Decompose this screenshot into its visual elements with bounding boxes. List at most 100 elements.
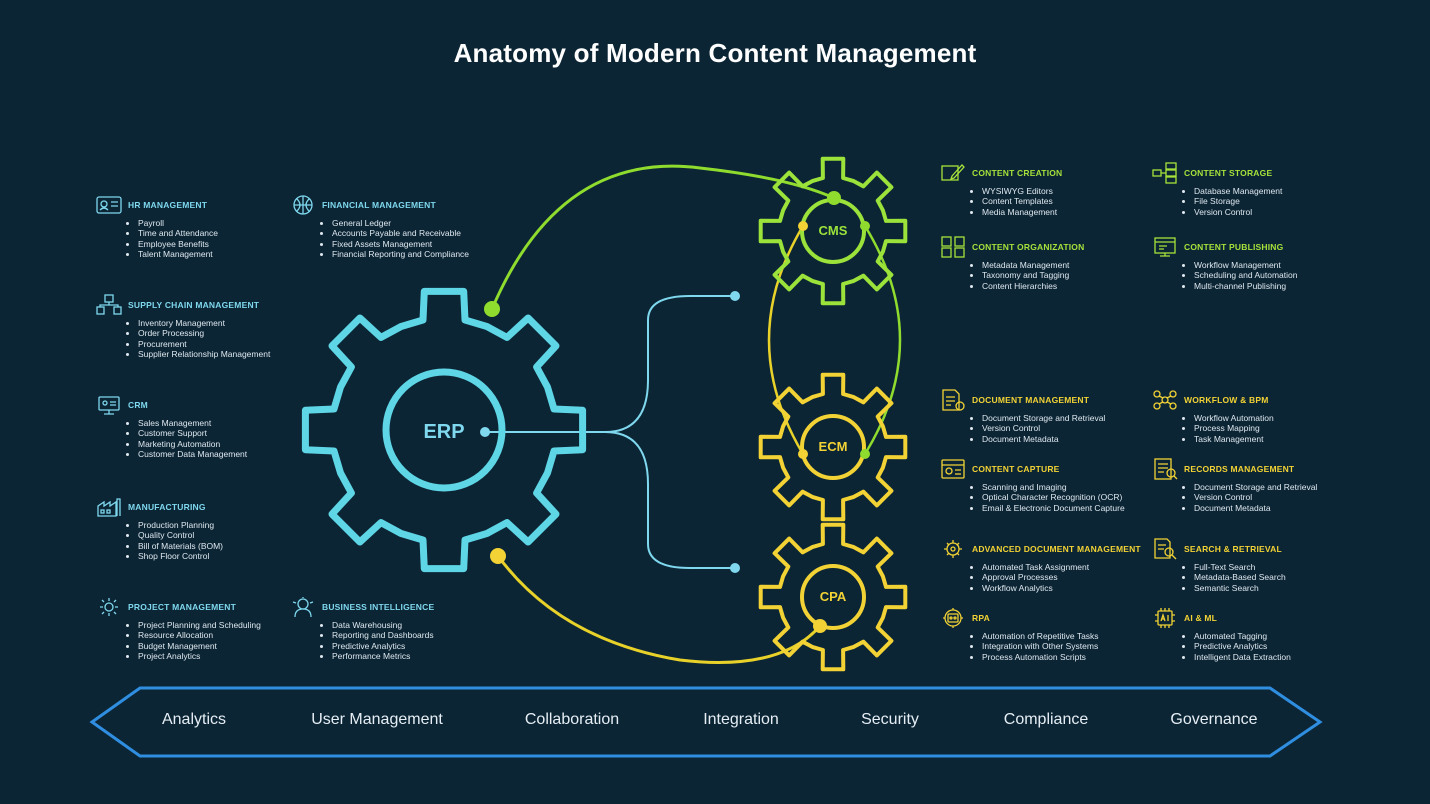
module-hr-management: HR MANAGEMENT Payroll Time and Attendanc… bbox=[96, 194, 218, 259]
page-title: Anatomy of Modern Content Management bbox=[453, 38, 977, 68]
module-manufacturing: MANUFACTURING Production Planning Qualit… bbox=[96, 496, 223, 561]
list-item: Version Control bbox=[982, 423, 1105, 433]
branch-end-bottom-dot bbox=[730, 563, 740, 573]
foundation-label-integration: Integration bbox=[703, 711, 779, 728]
ecm-gear-label: ECM bbox=[819, 439, 848, 454]
erp-gear-label: ERP bbox=[423, 421, 464, 443]
list-item: Shop Floor Control bbox=[138, 551, 223, 561]
list-item: Automation of Repetitive Tasks bbox=[982, 631, 1099, 641]
erp-cpa-dot bbox=[490, 548, 506, 564]
list-item: Process Mapping bbox=[1194, 423, 1274, 433]
list-item: Document Storage and Retrieval bbox=[982, 413, 1105, 423]
module-workflow-bpm: WORKFLOW & BPM Workflow Automation Proce… bbox=[1152, 389, 1274, 444]
list-item: Intelligent Data Extraction bbox=[1194, 652, 1291, 662]
module-title: SUPPLY CHAIN MANAGEMENT bbox=[128, 300, 260, 310]
list-item: Process Automation Scripts bbox=[982, 652, 1099, 662]
list-item: Project Analytics bbox=[138, 651, 261, 661]
ecm-gear-outline bbox=[758, 372, 908, 522]
module-financial-management: FINANCIAL MANAGEMENT General Ledger Acco… bbox=[290, 194, 469, 259]
crm-icon bbox=[98, 396, 120, 415]
module-list: General Ledger Accounts Payable and Rece… bbox=[322, 218, 469, 259]
erp-gear bbox=[301, 287, 587, 573]
list-item: Accounts Payable and Receivable bbox=[332, 228, 469, 238]
list-item: Content Templates bbox=[982, 196, 1062, 206]
supply-chain-icon bbox=[96, 294, 122, 315]
list-item: Data Warehousing bbox=[332, 620, 434, 630]
cms-gear-outline bbox=[758, 156, 908, 306]
cpa-gear-hub bbox=[800, 564, 866, 630]
module-list: Project Planning and Scheduling Resource… bbox=[128, 620, 261, 661]
list-item: Automated Task Assignment bbox=[982, 562, 1141, 572]
list-item: Resource Allocation bbox=[138, 630, 261, 640]
cms-ecm-left-arc bbox=[767, 225, 805, 455]
module-list: Document Storage and Retrieval Version C… bbox=[1184, 482, 1317, 513]
module-title: DOCUMENT MANAGEMENT bbox=[972, 395, 1090, 405]
module-list: Payroll Time and Attendance Employee Ben… bbox=[128, 218, 218, 259]
content-storage-icon bbox=[1152, 162, 1177, 184]
list-item: Order Processing bbox=[138, 328, 270, 338]
connector-dots bbox=[480, 191, 870, 633]
project-icon bbox=[100, 598, 118, 616]
cpa-bottom-dot bbox=[813, 619, 827, 633]
module-search-retrieval: SEARCH & RETRIEVAL Full-Text Search Meta… bbox=[1152, 538, 1286, 593]
list-item: Fixed Assets Management bbox=[332, 239, 469, 249]
search-document-icon bbox=[1154, 538, 1177, 560]
module-rpa: RPA Automation of Repetitive Tasks Integ… bbox=[940, 607, 1099, 662]
erp-cpa-arc bbox=[496, 555, 822, 664]
list-item: Database Management bbox=[1194, 186, 1282, 196]
cms-ecm-right-arc bbox=[863, 225, 902, 455]
document-management-icon bbox=[942, 389, 965, 411]
module-list: Sales Management Customer Support Market… bbox=[128, 418, 247, 459]
module-list: Automated Tagging Predictive Analytics I… bbox=[1184, 631, 1291, 662]
cpa-gear-outline bbox=[758, 522, 908, 672]
erp-gear-hub bbox=[382, 368, 506, 492]
list-item: Metadata-Based Search bbox=[1194, 572, 1286, 582]
module-title: RECORDS MANAGEMENT bbox=[1184, 464, 1295, 474]
module-list: Inventory Management Order Processing Pr… bbox=[128, 318, 270, 359]
module-content-storage: CONTENT STORAGE Database Management File… bbox=[1152, 162, 1282, 217]
erp-gear-outline bbox=[301, 287, 587, 573]
module-records-management: RECORDS MANAGEMENT Document Storage and … bbox=[1152, 458, 1317, 513]
list-item: Production Planning bbox=[138, 520, 223, 530]
module-advanced-document-management: ADVANCED DOCUMENT MANAGEMENT Automated T… bbox=[940, 538, 1141, 593]
erp-center-dot bbox=[480, 427, 490, 437]
list-item: Automated Tagging bbox=[1194, 631, 1291, 641]
content-creation-icon bbox=[941, 164, 965, 181]
content-publishing-icon bbox=[1154, 237, 1176, 257]
module-title: CONTENT ORGANIZATION bbox=[972, 242, 1085, 252]
module-ai-ml: AI & ML Automated Tagging Predictive Ana… bbox=[1152, 607, 1291, 662]
list-item: Customer Data Management bbox=[138, 449, 247, 459]
cpa-gear bbox=[758, 522, 908, 672]
list-item: Semantic Search bbox=[1194, 583, 1286, 593]
module-title: MANUFACTURING bbox=[128, 502, 206, 512]
workflow-icon bbox=[1153, 390, 1177, 410]
module-title: BUSINESS INTELLIGENCE bbox=[322, 602, 435, 612]
list-item: Task Management bbox=[1194, 434, 1274, 444]
foundation-label-analytics: Analytics bbox=[161, 711, 227, 728]
module-list: WYSIWYG Editors Content Templates Media … bbox=[972, 186, 1062, 217]
cms-left-dot bbox=[798, 221, 808, 231]
advanced-document-icon bbox=[944, 540, 962, 558]
foundation-label-governance: Governance bbox=[1170, 711, 1258, 728]
content-capture-icon bbox=[941, 459, 965, 479]
module-title: HR MANAGEMENT bbox=[128, 200, 208, 210]
module-title: SEARCH & RETRIEVAL bbox=[1184, 544, 1282, 554]
module-title: RPA bbox=[972, 613, 990, 623]
list-item: Marketing Automation bbox=[138, 439, 247, 449]
list-item: Full-Text Search bbox=[1194, 562, 1286, 572]
list-item: Workflow Automation bbox=[1194, 413, 1274, 423]
module-title: CRM bbox=[128, 400, 148, 410]
content-organization-icon bbox=[941, 236, 965, 258]
module-crm: CRM Sales Management Customer Support Ma… bbox=[96, 394, 247, 459]
list-item: Time and Attendance bbox=[138, 228, 218, 238]
list-item: Procurement bbox=[138, 339, 270, 349]
list-item: Workflow Management bbox=[1194, 260, 1298, 270]
module-document-management: DOCUMENT MANAGEMENT Document Storage and… bbox=[940, 389, 1105, 444]
list-item: Sales Management bbox=[138, 418, 247, 428]
module-content-capture: CONTENT CAPTURE Scanning and Imaging Opt… bbox=[940, 458, 1125, 513]
module-content-creation: CONTENT CREATION WYSIWYG Editors Content… bbox=[940, 162, 1062, 217]
list-item: Integration with Other Systems bbox=[982, 641, 1099, 651]
module-list: Automation of Repetitive Tasks Integrati… bbox=[972, 631, 1099, 662]
module-list: Database Management File Storage Version… bbox=[1184, 186, 1282, 217]
list-item: Document Metadata bbox=[1194, 503, 1317, 513]
